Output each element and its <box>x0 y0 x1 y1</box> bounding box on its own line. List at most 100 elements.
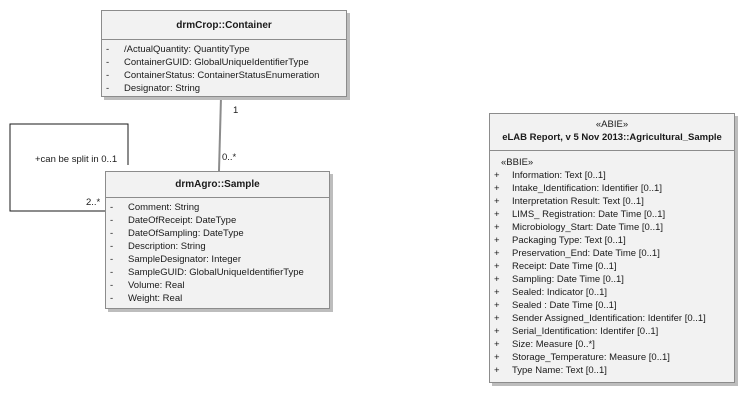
attribute-label: Receipt: Date Time [0..1] <box>512 261 617 272</box>
attribute-label: Storage_Temperature: Measure [0..1] <box>512 352 670 363</box>
attribute-row[interactable]: + Sampling: Date Time [0..1] <box>490 273 734 286</box>
attribute-row[interactable]: - Volume: Real <box>106 279 329 292</box>
visibility-marker: + <box>494 274 500 285</box>
attribute-row[interactable]: + Packaging Type: Text [0..1] <box>490 234 734 247</box>
attribute-label: Volume: Real <box>128 280 185 291</box>
attribute-row[interactable]: + Type Name: Text [0..1] <box>490 364 734 377</box>
attribute-label: Comment: String <box>128 202 200 213</box>
attribute-row[interactable]: + Information: Text [0..1] <box>490 169 734 182</box>
self-association-multiplicity: 2..* <box>86 197 101 208</box>
visibility-marker: + <box>494 261 500 272</box>
attribute-row[interactable]: - SampleGUID: GlobalUniqueIdentifierType <box>106 266 329 279</box>
attribute-row[interactable]: + Serial_Identification: Identifer [0..1] <box>490 325 734 338</box>
visibility-marker: - <box>110 215 114 226</box>
attribute-row[interactable]: + LIMS_ Registration: Date Time [0..1] <box>490 208 734 221</box>
attribute-row[interactable]: - /ActualQuantity: QuantityType <box>102 43 346 56</box>
attribute-label: Sender Assigned_Identification: Identife… <box>512 313 706 324</box>
container-class[interactable]: drmCrop::Container - /ActualQuantity: Qua… <box>101 10 347 97</box>
attribute-row[interactable]: + Preservation_End: Date Time [0..1] <box>490 247 734 260</box>
sample-attributes: - Comment: String - DateOfReceipt: DateType… <box>106 198 329 305</box>
attribute-row[interactable]: + Sender Assigned_Identification: Identif… <box>490 312 734 325</box>
visibility-marker: + <box>494 209 500 220</box>
attribute-row[interactable]: - Comment: String <box>106 201 329 214</box>
visibility-marker: - <box>110 241 114 252</box>
attribute-label: Information: Text [0..1] <box>512 170 606 181</box>
attribute-label: DateOfSampling: DateType <box>128 228 244 239</box>
attribute-label: Designator: String <box>124 83 201 94</box>
visibility-marker: + <box>494 287 500 298</box>
visibility-marker: - <box>110 254 114 265</box>
visibility-marker: + <box>494 365 500 376</box>
abie-stereotype: «ABIE» <box>595 119 629 130</box>
attribute-row[interactable]: - SampleDesignator: Integer <box>106 253 329 266</box>
attribute-row[interactable]: +Storage_Temperature: Measure [0..1] <box>490 351 734 364</box>
visibility-marker: + <box>494 339 500 350</box>
association-line[interactable] <box>218 96 222 172</box>
container-class-title: drmCrop::Container <box>102 11 346 40</box>
agricultural-sample-body: «BBIE» + Information: Text [0..1] + Intake_… <box>490 151 734 377</box>
attribute-row[interactable]: - DateOfReceipt: DateType <box>106 214 329 227</box>
attribute-label: Sealed: Indicator [0..1] <box>512 287 608 298</box>
visibility-marker: + <box>494 300 500 311</box>
attribute-row[interactable]: +Microbiology_Start: Date Time [0..1] <box>490 221 734 234</box>
attribute-label: ContainerGUID: GlobalUniqueIdentifierTyp… <box>124 57 309 68</box>
attribute-row[interactable]: + Intake_Identification: Identifier [0..1… <box>490 182 734 195</box>
agricultural-sample-class[interactable]: «ABIE» eLAB Report, v 5 Nov 2013::Agricu… <box>489 113 735 383</box>
visibility-marker: + <box>494 313 500 324</box>
visibility-marker: - <box>106 70 110 81</box>
agricultural-sample-header: «ABIE» eLAB Report, v 5 Nov 2013::Agricu… <box>490 114 734 151</box>
visibility-marker: - <box>110 228 114 239</box>
attribute-label: SampleGUID: GlobalUniqueIdentifierType <box>128 267 304 278</box>
attribute-label: Packaging Type: Text [0..1] <box>512 235 626 246</box>
visibility-marker: + <box>494 196 500 207</box>
bbie-stereotype: «BBIE» <box>501 157 534 168</box>
attribute-label: Sampling: Date Time [0..1] <box>512 274 624 285</box>
attribute-row[interactable]: - Designator: String <box>102 82 346 95</box>
attribute-label: Microbiology_Start: Date Time [0..1] <box>512 222 664 233</box>
attribute-label: Preservation_End: Date Time [0..1] <box>512 248 660 259</box>
attribute-label: Intake_Identification: Identifier [0..1] <box>512 183 662 194</box>
attribute-row[interactable]: -ContainerGUID: GlobalUniqueIdentifierTy… <box>102 56 346 69</box>
attribute-row[interactable]: + Sealed : Date Time [0..1] <box>490 299 734 312</box>
visibility-marker: - <box>110 293 114 304</box>
attribute-row[interactable]: + Sealed: Indicator [0..1] <box>490 286 734 299</box>
attribute-label: Weight: Real <box>128 293 183 304</box>
attribute-row[interactable]: - ContainerStatus: ContainerStatusEnumera… <box>102 69 346 82</box>
visibility-marker: + <box>494 183 500 194</box>
attribute-row[interactable]: - Weight: Real <box>106 292 329 305</box>
agricultural-sample-title: eLAB Report, v 5 Nov 2013::Agricultural_… <box>502 132 722 143</box>
attribute-label: SampleDesignator: Integer <box>128 254 242 265</box>
visibility-marker: - <box>106 83 110 94</box>
attribute-label: ContainerStatus: ContainerStatusEnumerat… <box>124 70 320 81</box>
sample-class[interactable]: drmAgro::Sample -Comment: String-DateOfR… <box>105 171 330 309</box>
attribute-row[interactable]: - Description: String <box>106 240 329 253</box>
visibility-marker: - <box>110 202 114 213</box>
visibility-marker: + <box>494 235 500 246</box>
attribute-label: LIMS_ Registration: Date Time [0..1] <box>512 209 666 220</box>
attribute-row[interactable]: + Interpretation Result: Text [0..1] <box>490 195 734 208</box>
visibility-marker: + <box>494 248 500 259</box>
container-multiplicity: 1 <box>233 105 239 116</box>
sample-multiplicity: 0..* <box>222 152 237 163</box>
attribute-label: /ActualQuantity: QuantityType <box>124 44 250 55</box>
visibility-marker: - <box>110 280 114 291</box>
attribute-label: Description: String <box>128 241 206 252</box>
attribute-label: Interpretation Result: Text [0..1] <box>512 196 644 207</box>
agricultural-sample-attributes: + Information: Text [0..1] + Intake_Identif… <box>490 169 734 377</box>
attribute-row[interactable]: - DateOfSampling: DateType <box>106 227 329 240</box>
sample-class-title: drmAgro::Sample <box>106 172 329 198</box>
attribute-label: DateOfReceipt: DateType <box>128 215 237 226</box>
attribute-label: Type Name: Text [0..1] <box>512 365 607 376</box>
attribute-label: Size: Measure [0..*] <box>512 339 595 350</box>
attribute-row[interactable]: + Receipt: Date Time [0..1] <box>490 260 734 273</box>
attribute-label: Sealed : Date Time [0..1] <box>512 300 617 311</box>
attribute-row[interactable]: + Size: Measure [0..*] <box>490 338 734 351</box>
visibility-marker: + <box>494 170 500 181</box>
attribute-label: Serial_Identification: Identifer [0..1] <box>512 326 659 337</box>
visibility-marker: - <box>106 44 110 55</box>
visibility-marker: - <box>110 267 114 278</box>
container-attributes: -/ActualQuantity: QuantityType-Container… <box>102 40 346 95</box>
visibility-marker: + <box>494 326 500 337</box>
self-association-line[interactable] <box>9 123 129 212</box>
